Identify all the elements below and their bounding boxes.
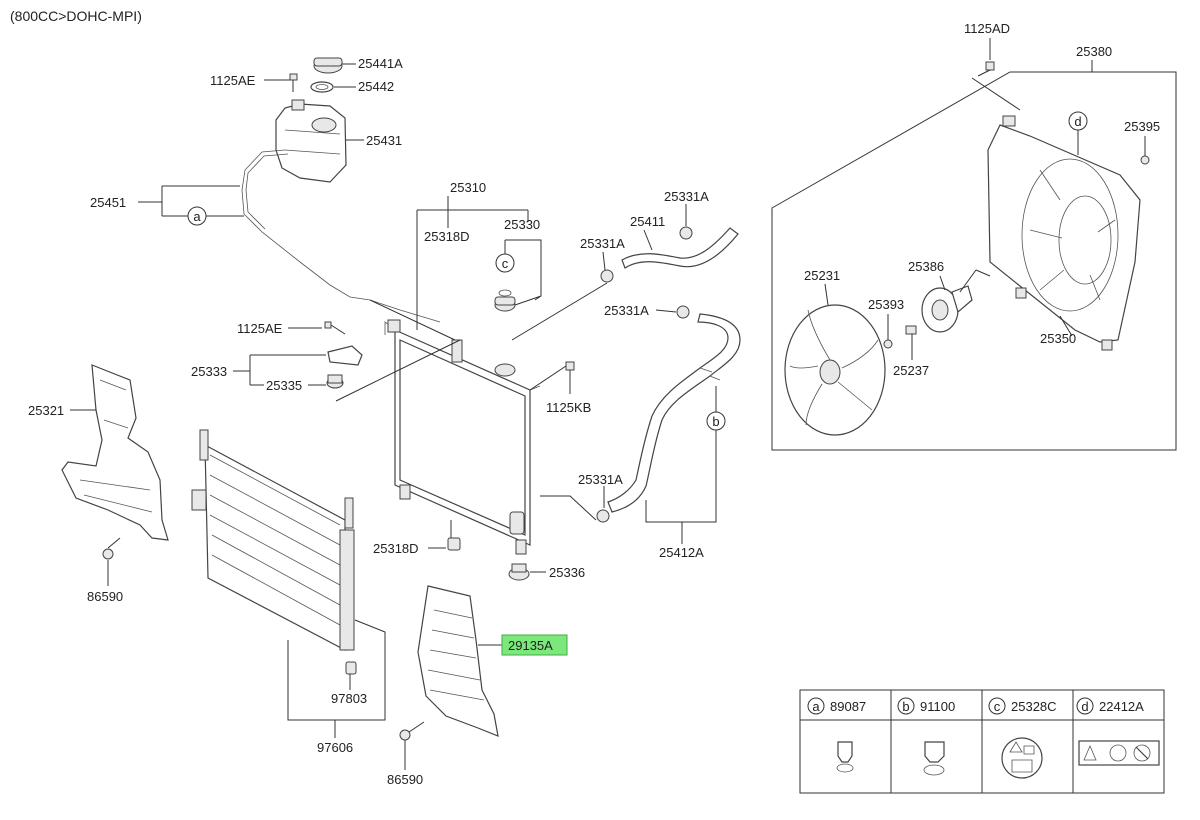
fan-assembly-frame bbox=[771, 71, 1177, 451]
label-25310: 25310 bbox=[450, 180, 486, 195]
engine-spec-header: (800CC>DOHC-MPI) bbox=[10, 8, 142, 24]
svg-text:a: a bbox=[812, 699, 820, 714]
clip-91100-icon bbox=[924, 741, 945, 763]
label-97803: 97803 bbox=[331, 691, 367, 706]
label-1125AD: 1125AD bbox=[964, 21, 1010, 36]
svg-text:91100: 91100 bbox=[920, 699, 955, 714]
radiator-cap-part bbox=[494, 289, 516, 312]
label-25441A: 25441A bbox=[358, 56, 403, 71]
label-25318D-top: 25318D bbox=[424, 229, 470, 244]
air-guard-29135A-part bbox=[417, 585, 499, 737]
mount-25318D-part bbox=[447, 537, 461, 551]
label-25350: 25350 bbox=[1040, 331, 1076, 346]
svg-text:c: c bbox=[502, 256, 509, 271]
bolt-1125AD-part bbox=[977, 61, 995, 77]
callout-d: d bbox=[1068, 111, 1088, 131]
highlight-29135A bbox=[501, 634, 568, 656]
label-25237: 25237 bbox=[893, 363, 929, 378]
label-25393: 25393 bbox=[868, 297, 904, 312]
bolt-86590-bottom-part bbox=[399, 721, 425, 741]
label-25333: 25333 bbox=[191, 364, 227, 379]
bolt-1125AE-top-part bbox=[289, 73, 298, 92]
label-25331A-4: 25331A bbox=[578, 472, 623, 487]
label-25411: 25411 bbox=[630, 214, 665, 229]
label-25431: 25431 bbox=[366, 133, 402, 148]
legend-cell-d: d 22412A bbox=[1076, 697, 1160, 766]
radiator-part bbox=[384, 319, 541, 555]
label-1125KB: 1125KB bbox=[546, 400, 591, 415]
reservoir-cap-part bbox=[313, 57, 343, 74]
label-25336: 25336 bbox=[549, 565, 585, 580]
callout-c: c bbox=[495, 253, 515, 273]
svg-text:d: d bbox=[1081, 699, 1088, 714]
side-deflector-25321-part bbox=[61, 364, 169, 541]
label-25412A: 25412A bbox=[659, 545, 704, 560]
svg-text:b: b bbox=[902, 699, 909, 714]
legend-cell-a: a 89087 bbox=[807, 697, 866, 773]
fan-blade-25231-part bbox=[784, 304, 886, 436]
clip-25237-part bbox=[905, 325, 917, 335]
clip-89087-icon bbox=[837, 741, 853, 763]
svg-text:25328C: 25328C bbox=[1011, 699, 1057, 714]
label-25442: 25442 bbox=[358, 79, 394, 94]
label-25386: 25386 bbox=[908, 259, 944, 274]
svg-text:b: b bbox=[712, 414, 719, 429]
label-25331A-3: 25331A bbox=[604, 303, 649, 318]
legend-table: a 89087 b 91100 c 25328C d bbox=[799, 689, 1165, 794]
label-97606: 97606 bbox=[317, 740, 353, 755]
reservoir-gasket-part bbox=[310, 81, 334, 93]
hose-clamp-part bbox=[596, 226, 693, 523]
label-29135A: 29135A bbox=[508, 638, 553, 653]
nut-25393-part bbox=[883, 339, 893, 349]
overflow-hose-part bbox=[241, 149, 441, 323]
plug-97803-part bbox=[345, 661, 357, 675]
label-25331A-2: 25331A bbox=[664, 189, 709, 204]
label-25330: 25330 bbox=[504, 217, 540, 232]
legend-cell-b: b 91100 bbox=[897, 697, 955, 776]
legend-cell-c: c 25328C bbox=[988, 697, 1057, 779]
mount-25336-part bbox=[508, 563, 530, 581]
label-25331A-1: 25331A bbox=[580, 236, 625, 251]
label-25395: 25395 bbox=[1124, 119, 1160, 134]
reservoir-tank-part bbox=[275, 99, 347, 183]
label-25380: 25380 bbox=[1076, 44, 1112, 59]
label-86590-left: 86590 bbox=[87, 589, 123, 604]
bolt-86590-left-part bbox=[102, 537, 121, 560]
label-25451: 25451 bbox=[90, 195, 126, 210]
label-1125AE-top: 1125AE bbox=[210, 73, 256, 88]
label-25321: 25321 bbox=[28, 403, 64, 418]
fan-motor-25386-part bbox=[921, 285, 973, 333]
callout-a: a bbox=[187, 206, 207, 226]
condenser-part bbox=[191, 429, 355, 651]
upper-hose-25411-part bbox=[621, 227, 739, 269]
svg-text:89087: 89087 bbox=[830, 699, 866, 714]
svg-text:a: a bbox=[193, 209, 201, 224]
svg-text:c: c bbox=[994, 699, 1001, 714]
lower-hose-25412A-part bbox=[607, 313, 741, 513]
label-25231: 25231 bbox=[804, 268, 840, 283]
bracket-25333-part bbox=[324, 321, 363, 389]
bolt-1125KB-part bbox=[565, 361, 575, 394]
screw-25395-part bbox=[1140, 155, 1150, 165]
label-25318D-bottom: 25318D bbox=[373, 541, 419, 556]
callout-b: b bbox=[706, 411, 726, 431]
caution-label-22412A-icon bbox=[1078, 740, 1160, 766]
fan-shroud-25350-part bbox=[987, 115, 1141, 351]
svg-text:d: d bbox=[1074, 114, 1081, 129]
label-1125AE-mid: 1125AE bbox=[237, 321, 283, 336]
label-86590-bottom: 86590 bbox=[387, 772, 423, 787]
label-25335: 25335 bbox=[266, 378, 302, 393]
svg-text:22412A: 22412A bbox=[1099, 699, 1144, 714]
